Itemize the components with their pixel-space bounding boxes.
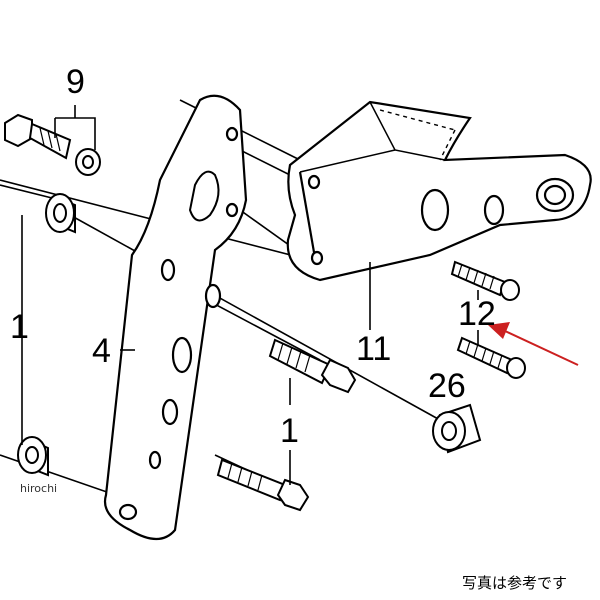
callout-9: 9 (66, 63, 85, 101)
bolt-lower (216, 458, 310, 512)
bracket-plate-4 (103, 94, 248, 541)
spacer-upper-left (45, 193, 76, 234)
bracket-11 (286, 100, 592, 282)
callout-26: 26 (428, 367, 466, 405)
callout-4: 4 (92, 332, 111, 370)
bracket-11-hidden-edges (379, 109, 456, 161)
washer-9 (75, 148, 101, 176)
reference-photo-caption: 写真は参考です (462, 574, 567, 592)
red-pointer-arrow (488, 322, 579, 366)
bolt-top-left (4, 113, 72, 160)
spring-bolt-lower (456, 336, 526, 379)
leader-lines (21, 105, 479, 485)
callout-1-center: 1 (280, 412, 299, 450)
spacer-lower-left (17, 436, 49, 477)
watermark-text: hirochi (20, 482, 57, 495)
spacer-26 (432, 403, 482, 454)
callout-12: 12 (458, 295, 496, 333)
spring-bolt-upper (450, 260, 520, 301)
callout-1-left: 1 (10, 308, 29, 346)
callout-11: 11 (356, 330, 391, 368)
bolt-center (268, 338, 357, 394)
